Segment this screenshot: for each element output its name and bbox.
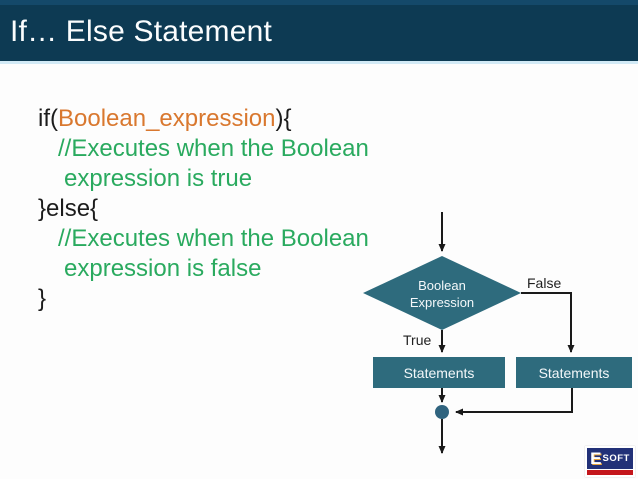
false-statements-box — [516, 357, 632, 388]
true-label: True — [403, 332, 431, 348]
decision-label-line2: Expression — [410, 295, 474, 310]
code-comment-false-2: expression is false — [64, 255, 262, 282]
code-line-else: }else{ — [38, 195, 99, 222]
esoft-logo-letter-e: E — [590, 449, 602, 468]
page-title: If… Else Statement — [10, 15, 273, 48]
merge-dot — [435, 405, 449, 419]
false-label: False — [527, 275, 561, 291]
code-comment-true-2: expression is true — [64, 165, 253, 192]
code-if-keyword: if( — [38, 105, 58, 132]
esoft-logo: E SOFT — [585, 446, 635, 477]
code-boolean-expression: Boolean_expression — [58, 105, 276, 132]
esoft-logo-tagline-strip — [587, 470, 633, 475]
slide-header: If… Else Statement — [0, 0, 638, 64]
false-to-merge-arrow — [455, 388, 573, 416]
esoft-logo-main: E SOFT — [587, 448, 633, 469]
true-statements-box — [373, 357, 505, 388]
code-open-brace: ){ — [275, 105, 292, 132]
code-block: if(Boolean_expression){ //Executes when … — [38, 104, 369, 314]
decision-diamond — [363, 256, 521, 330]
false-statements-label: Statements — [539, 365, 610, 381]
code-line-if: if(Boolean_expression){ — [38, 104, 369, 134]
false-branch-arrow — [521, 292, 575, 353]
true-statements-label: Statements — [404, 365, 475, 381]
decision-label-line1: Boolean — [418, 278, 466, 293]
code-close-brace: } — [38, 285, 47, 312]
esoft-logo-soft-text: SOFT — [602, 453, 630, 464]
code-comment-true-1: //Executes when the Boolean — [58, 135, 369, 162]
code-comment-false-1: //Executes when the Boolean — [58, 225, 369, 252]
